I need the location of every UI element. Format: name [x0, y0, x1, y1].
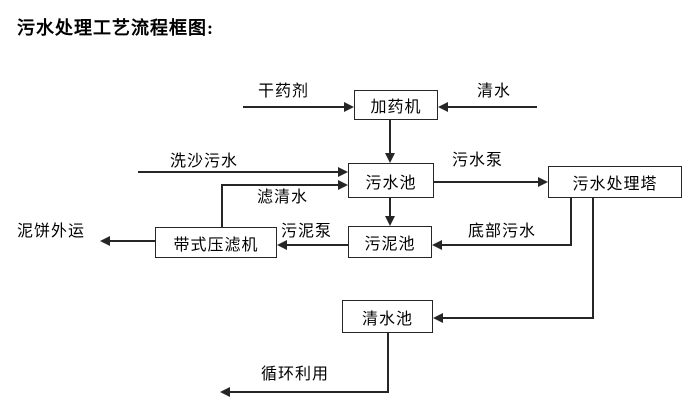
arrowhead-dosing-to-sewage-pool-icon	[385, 153, 395, 163]
arrowhead-sand-washing-sewage-icon	[338, 167, 348, 177]
line-sewage-pump	[434, 181, 538, 183]
node-treatment-tower: 污水处理塔	[548, 166, 682, 198]
arrowhead-dry-chemical-icon	[344, 102, 354, 112]
arrowhead-sewage-pump-icon	[538, 177, 548, 187]
line-filtered-water-vertical	[221, 184, 223, 227]
label-bottom-sewage: 底部污水	[468, 223, 537, 240]
label-clear-water: 清水	[477, 83, 512, 100]
label-recycle-use: 循环利用	[261, 366, 330, 383]
node-clear-water-pool: 清水池	[342, 300, 433, 333]
line-sludge-pump	[287, 244, 348, 246]
arrowhead-sludge-pump-icon	[277, 240, 287, 250]
diagram-title: 污水处理工艺流程框图:	[17, 18, 214, 38]
arrowhead-bottom-sewage-icon	[432, 240, 442, 250]
line-tower-to-clear-pool-horizontal	[443, 317, 594, 319]
label-mud-cake-out: 泥饼外运	[17, 223, 86, 240]
line-bottom-sewage-vertical	[570, 198, 572, 245]
line-bottom-sewage-horizontal	[442, 244, 572, 246]
label-filtered-water: 滤清水	[257, 189, 309, 206]
line-filtered-water-horizontal	[221, 184, 338, 186]
arrowhead-mud-cake-out-icon	[100, 236, 110, 246]
arrowhead-clear-water-icon	[438, 102, 448, 112]
label-dry-chemical: 干药剂	[258, 83, 310, 100]
arrowhead-tower-to-clear-pool-icon	[433, 313, 443, 323]
label-sludge-pump: 污泥泵	[281, 223, 333, 240]
line-sand-washing-sewage	[138, 171, 338, 173]
arrowhead-recycle-icon	[220, 387, 230, 397]
arrowhead-sewage-pool-to-sludge-pool-icon	[385, 216, 395, 226]
node-sewage-pool: 污水池	[348, 163, 434, 198]
line-recycle-horizontal	[230, 391, 389, 393]
label-sewage-pump: 污水泵	[452, 152, 504, 169]
line-recycle-vertical	[387, 333, 389, 392]
node-sludge-pool: 污泥池	[348, 226, 432, 258]
label-sand-washing-sewage: 洗沙污水	[170, 153, 239, 170]
node-dosing-machine: 加药机	[354, 90, 438, 120]
line-dosing-to-sewage-pool	[389, 120, 391, 153]
line-dry-chemical	[243, 106, 344, 108]
line-mud-cake-out	[110, 240, 155, 242]
arrowhead-filtered-water-icon	[338, 180, 348, 190]
node-belt-filter-press: 带式压滤机	[155, 227, 277, 258]
line-clear-water	[448, 106, 537, 108]
line-sewage-pool-to-sludge-pool	[389, 198, 391, 216]
line-tower-to-clear-pool-vertical	[592, 198, 594, 318]
